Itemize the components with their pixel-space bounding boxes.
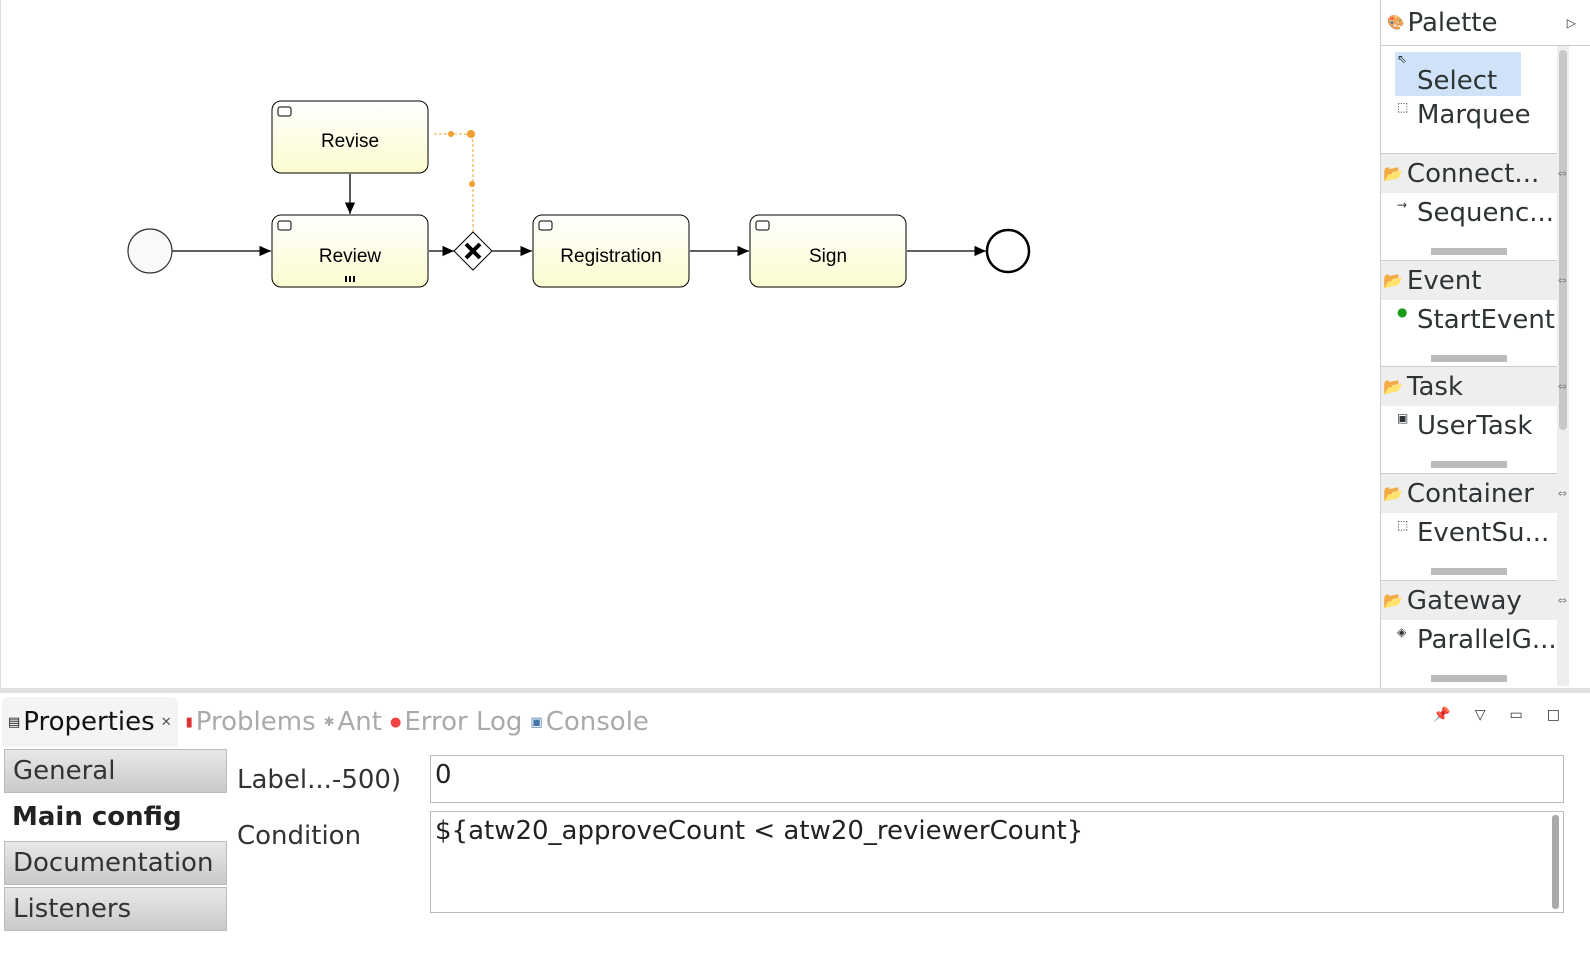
dashed-box-icon: ⬚ xyxy=(1397,518,1409,532)
section-general[interactable]: General xyxy=(4,749,227,793)
bpmn-diagram[interactable]: Revise Review Registration Sign xyxy=(1,0,1381,688)
folder-icon: 📂 xyxy=(1383,484,1403,503)
parallel-gateway-icon: ◈ xyxy=(1397,625,1407,639)
svg-text:Review: Review xyxy=(319,246,382,267)
green-circle-icon: ● xyxy=(1397,305,1408,319)
start-event[interactable] xyxy=(127,228,173,274)
bendpoint-handle[interactable] xyxy=(448,131,454,137)
user-task-icon xyxy=(277,220,292,231)
pin-icon: ⇔ xyxy=(1557,594,1567,607)
problems-icon: ▮ xyxy=(185,714,193,730)
property-sections: General Main config Documentation Listen… xyxy=(4,749,227,933)
palette: 🎨Palette▷ ⇖Select ⬚Marquee 📂Connect...⇔ … xyxy=(1380,0,1590,688)
drawer-task[interactable]: 📂Task⇔ xyxy=(1381,366,1567,406)
folder-icon: 📂 xyxy=(1383,591,1403,610)
ant-icon: ✱ xyxy=(323,714,335,730)
tab-properties[interactable]: ▤Properties✕ xyxy=(2,697,178,747)
error-log-icon: ● xyxy=(389,714,402,730)
tool-user-task[interactable]: ▣UserTask xyxy=(1397,411,1533,441)
exclusive-gateway[interactable] xyxy=(453,231,493,271)
condition-label: Condition xyxy=(237,821,362,851)
sequence-flows xyxy=(172,174,986,257)
drawer-more-button[interactable] xyxy=(1431,461,1507,468)
properties-panel: ▤Properties✕ ▮Problems ✱Ant ●Error Log ▣… xyxy=(0,688,1590,959)
drawer-more-button[interactable] xyxy=(1431,675,1507,682)
user-task-icon xyxy=(538,220,553,231)
condition-scrollbar[interactable] xyxy=(1552,815,1559,909)
minimize-icon[interactable]: ▭ xyxy=(1509,707,1523,723)
drawer-more-button[interactable] xyxy=(1431,248,1507,255)
tab-error-log[interactable]: ●Error Log xyxy=(389,707,523,737)
task-sign[interactable]: Sign xyxy=(749,214,907,288)
drawer-more-button[interactable] xyxy=(1431,355,1507,362)
task-review[interactable]: Review xyxy=(271,214,429,288)
pin-icon: ⇔ xyxy=(1557,274,1567,287)
drawer-event[interactable]: 📂Event⇔ xyxy=(1381,260,1567,300)
user-task-icon: ▣ xyxy=(1397,411,1409,425)
collapse-palette-icon[interactable]: ▷ xyxy=(1566,15,1576,30)
user-task-icon xyxy=(755,220,770,231)
folder-icon: 📂 xyxy=(1383,271,1403,290)
task-registration[interactable]: Registration xyxy=(532,214,690,288)
svg-text:Revise: Revise xyxy=(321,131,379,152)
close-icon[interactable]: ✕ xyxy=(160,714,172,730)
drawer-gateway[interactable]: 📂Gateway⇔ xyxy=(1381,580,1567,620)
bendpoint-handle[interactable] xyxy=(467,130,475,138)
view-tabs: ▤Properties✕ ▮Problems ✱Ant ●Error Log ▣… xyxy=(2,697,657,747)
section-main-config[interactable]: Main config xyxy=(4,795,227,839)
section-documentation[interactable]: Documentation xyxy=(4,841,227,885)
svg-text:Registration: Registration xyxy=(560,246,661,267)
view-menu-icon[interactable]: ▽ xyxy=(1474,707,1486,723)
folder-icon: 📂 xyxy=(1383,164,1403,183)
drawer-more-button[interactable] xyxy=(1431,568,1507,575)
drawer-connections[interactable]: 📂Connect...⇔ xyxy=(1381,153,1567,193)
tool-select[interactable]: ⇖Select xyxy=(1395,52,1521,96)
arrow-right-icon: → xyxy=(1397,198,1408,212)
maximize-icon[interactable]: □ xyxy=(1546,707,1560,723)
palette-scroll-thumb[interactable] xyxy=(1559,50,1567,430)
arrow-cursor-icon: ⇖ xyxy=(1397,52,1408,66)
tool-sequence-flow[interactable]: →Sequenc... xyxy=(1397,198,1555,228)
tab-problems[interactable]: ▮Problems xyxy=(185,707,316,737)
section-listeners[interactable]: Listeners xyxy=(4,887,227,931)
tab-console[interactable]: ▣Console xyxy=(530,707,649,737)
selected-flow[interactable] xyxy=(433,133,474,232)
pin-view-icon[interactable]: 📌 xyxy=(1433,707,1451,723)
svg-text:Sign: Sign xyxy=(809,246,847,267)
tool-parallel-gateway[interactable]: ◈ParallelG... xyxy=(1397,625,1557,655)
tool-start-event[interactable]: ●StartEvent xyxy=(1397,305,1555,335)
marquee-icon: ⬚ xyxy=(1397,100,1409,114)
task-revise[interactable]: Revise xyxy=(271,100,429,174)
multi-instance-icon xyxy=(345,276,355,282)
palette-header[interactable]: 🎨Palette ▷ xyxy=(1381,0,1590,46)
label-input[interactable]: 0 xyxy=(430,755,1564,803)
properties-icon: ▤ xyxy=(8,714,21,730)
palette-title: Palette xyxy=(1407,7,1498,38)
pin-icon: ⇔ xyxy=(1557,167,1567,180)
pin-icon: ⇔ xyxy=(1557,487,1567,500)
palette-icon: 🎨 xyxy=(1387,14,1405,31)
condition-textarea[interactable]: ${atw20_approveCount < atw20_reviewerCou… xyxy=(430,811,1564,913)
user-task-icon xyxy=(277,106,292,117)
tool-event-subprocess[interactable]: ⬚EventSu... xyxy=(1397,518,1550,548)
bendpoint-handle[interactable] xyxy=(469,181,475,187)
label-field-label: Label...-500) xyxy=(237,765,402,795)
tool-marquee[interactable]: ⬚Marquee xyxy=(1397,100,1531,130)
pin-icon: ⇔ xyxy=(1557,380,1567,393)
end-event[interactable] xyxy=(985,228,1031,274)
console-icon: ▣ xyxy=(530,714,543,730)
drawer-container[interactable]: 📂Container⇔ xyxy=(1381,473,1567,513)
diagram-canvas[interactable]: Revise Review Registration Sign xyxy=(0,0,1380,688)
folder-icon: 📂 xyxy=(1383,377,1403,396)
tab-ant[interactable]: ✱Ant xyxy=(323,707,382,737)
